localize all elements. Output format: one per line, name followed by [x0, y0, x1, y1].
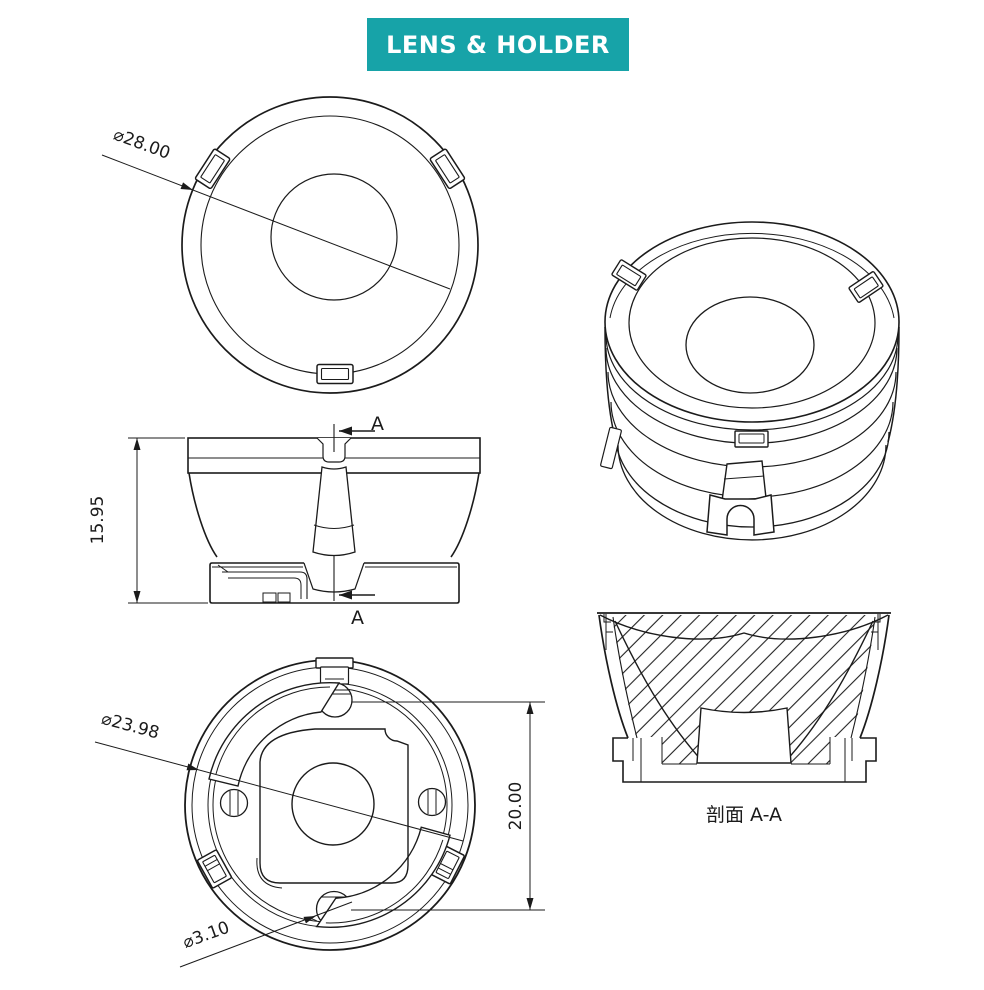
- title-banner: LENS & HOLDER: [367, 18, 629, 71]
- bottom-view-spacing-label: 20.00: [506, 782, 526, 831]
- top-view-diameter-label: ⌀28.00: [111, 125, 173, 164]
- dim-hole-310: ⌀3.10: [179, 901, 353, 968]
- arrowhead: [180, 182, 193, 190]
- section-arrow: [339, 426, 352, 436]
- section-marker-top: A: [333, 413, 384, 452]
- dim-spacing-2000: 20.00: [351, 701, 545, 911]
- section-label-bottom: A: [351, 607, 364, 629]
- hatched-area: [612, 615, 876, 764]
- bottom-view-hole-label: ⌀3.10: [180, 918, 232, 953]
- section-arrow: [339, 590, 352, 600]
- section-view: 剖面 A-A: [597, 612, 891, 826]
- dim-height-1595: 15.95: [88, 437, 208, 604]
- isometric-view: [600, 221, 900, 541]
- top-view: ⌀28.00: [101, 96, 479, 394]
- section-marker-bottom: A: [333, 556, 375, 629]
- front-view-height-label: 15.95: [88, 496, 108, 545]
- section-label-top: A: [371, 413, 384, 435]
- title-banner-label: LENS & HOLDER: [386, 30, 610, 59]
- bottom-view-diameter-label: ⌀23.98: [99, 709, 161, 744]
- dim-diameter-28: ⌀28.00: [101, 125, 451, 290]
- front-view: A A 15.95: [88, 413, 481, 629]
- bottom-view: 20.00 ⌀23.98 ⌀3.10: [94, 657, 545, 968]
- section-caption: 剖面 A-A: [706, 804, 782, 826]
